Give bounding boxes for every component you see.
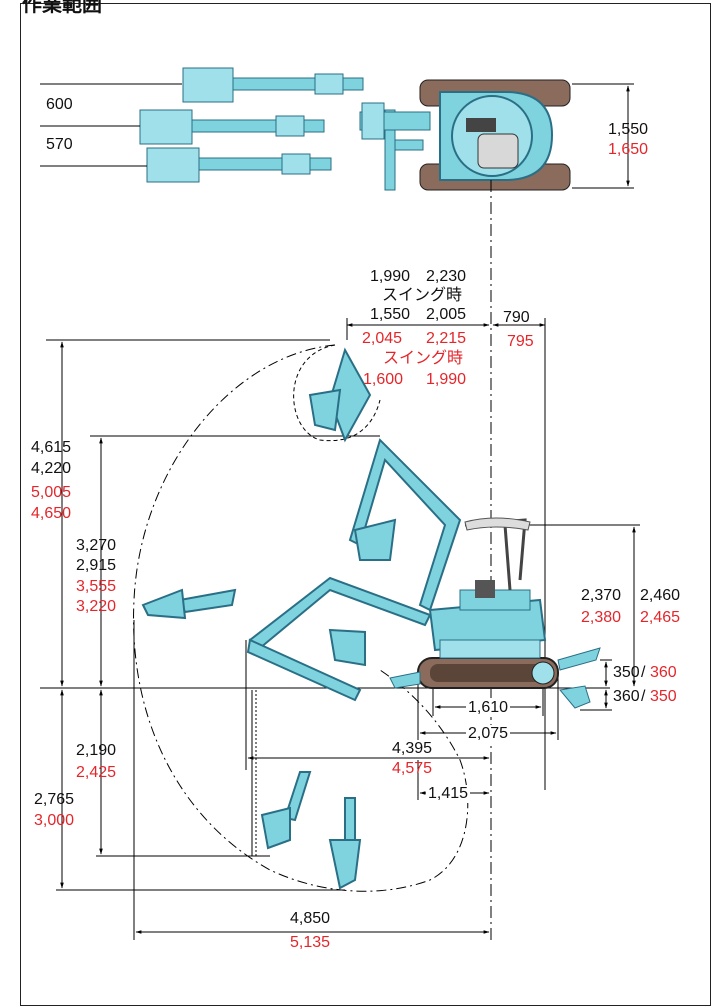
top-view-arm-right (146, 147, 332, 183)
side-view-excavator (389, 517, 601, 709)
radius-4a-label: 1,600 (363, 371, 404, 388)
max-height-1-label: 4,615 (31, 439, 72, 456)
radius-1a-label: 1,990 (370, 268, 411, 285)
dump-height-alt-2-label: 3,220 (76, 598, 117, 615)
dump-height-alt-1-label: 3,555 (76, 578, 117, 595)
width-dimension (572, 83, 634, 189)
offset-dimension-lines (40, 83, 182, 167)
height-b-label: 2,460 (640, 587, 681, 604)
radius-2a-label: 1,550 (370, 306, 411, 323)
blade-down-alt-label: 350 (650, 688, 677, 705)
height-a-label: 2,370 (581, 587, 622, 604)
offset-left-label: 600 (46, 96, 73, 113)
right-dimension-lines (520, 524, 640, 711)
blade-up-alt-label: 360 (650, 664, 677, 681)
swing-label-1: スイング時 (382, 287, 463, 304)
max-height-alt-2-label: 4,650 (31, 505, 72, 522)
vert-dig-depth-alt-label: 2,425 (76, 764, 117, 781)
tail-alt-label: 795 (507, 333, 534, 350)
radius-3b-label: 2,215 (426, 330, 467, 347)
frame-border (20, 3, 711, 1006)
width-alt-label: 1,650 (608, 141, 649, 158)
top-view-arm-center (139, 109, 325, 145)
max-height-alt-1-label: 5,005 (31, 484, 72, 501)
dump-height-2-label: 2,915 (76, 557, 117, 574)
upper-dimension-lines (346, 318, 546, 790)
radius-2b-label: 2,005 (426, 306, 467, 323)
swing-envelope (293, 344, 381, 442)
left-dimension-lines (46, 339, 380, 891)
tail-std-label: 790 (503, 309, 530, 326)
blade-down-slash: / (641, 688, 646, 705)
max-reach-alt-label: 5,135 (290, 934, 331, 951)
radius-3a-label: 2,045 (362, 330, 403, 347)
top-view-arm-left (182, 67, 364, 103)
swing-label-2: スイング時 (383, 350, 464, 367)
dump-height-1-label: 3,270 (76, 537, 117, 554)
crawler-label: 2,075 (466, 725, 511, 743)
min-radius-label: 4,395 (392, 740, 433, 757)
arm-pose-reach (141, 588, 237, 620)
max-height-2-label: 4,220 (31, 460, 72, 477)
max-dig-depth-alt-label: 3,000 (34, 812, 75, 829)
arm-pose-ground (246, 628, 366, 702)
arm-pose-trench (260, 771, 362, 890)
radius-4b-label: 1,990 (426, 371, 467, 388)
height-alt-b-label: 2,465 (640, 609, 681, 626)
top-view-excavator (359, 79, 571, 191)
page-title: 作業範囲 (22, 0, 102, 16)
max-dig-depth-label: 2,765 (34, 791, 75, 808)
arm-pose-high (308, 347, 462, 612)
trench-wall (251, 690, 257, 856)
max-reach-label: 4,850 (290, 910, 331, 927)
vert-dig-depth-label: 2,190 (76, 742, 117, 759)
arm-pose-dump (248, 518, 432, 650)
reach-envelope (133, 344, 469, 892)
blade-down-label: 360 (613, 688, 640, 705)
blade-up-label: 350 (613, 664, 640, 681)
offset-right-label: 570 (46, 136, 73, 153)
width-std-label: 1,550 (608, 121, 649, 138)
blade-dist-label: 1,415 (426, 785, 471, 803)
radius-1b-label: 2,230 (426, 268, 467, 285)
tumbler-label: 1,610 (466, 699, 511, 717)
min-radius-alt-label: 4,575 (392, 760, 433, 777)
blade-up-slash: / (641, 664, 646, 681)
height-alt-a-label: 2,380 (581, 609, 622, 626)
